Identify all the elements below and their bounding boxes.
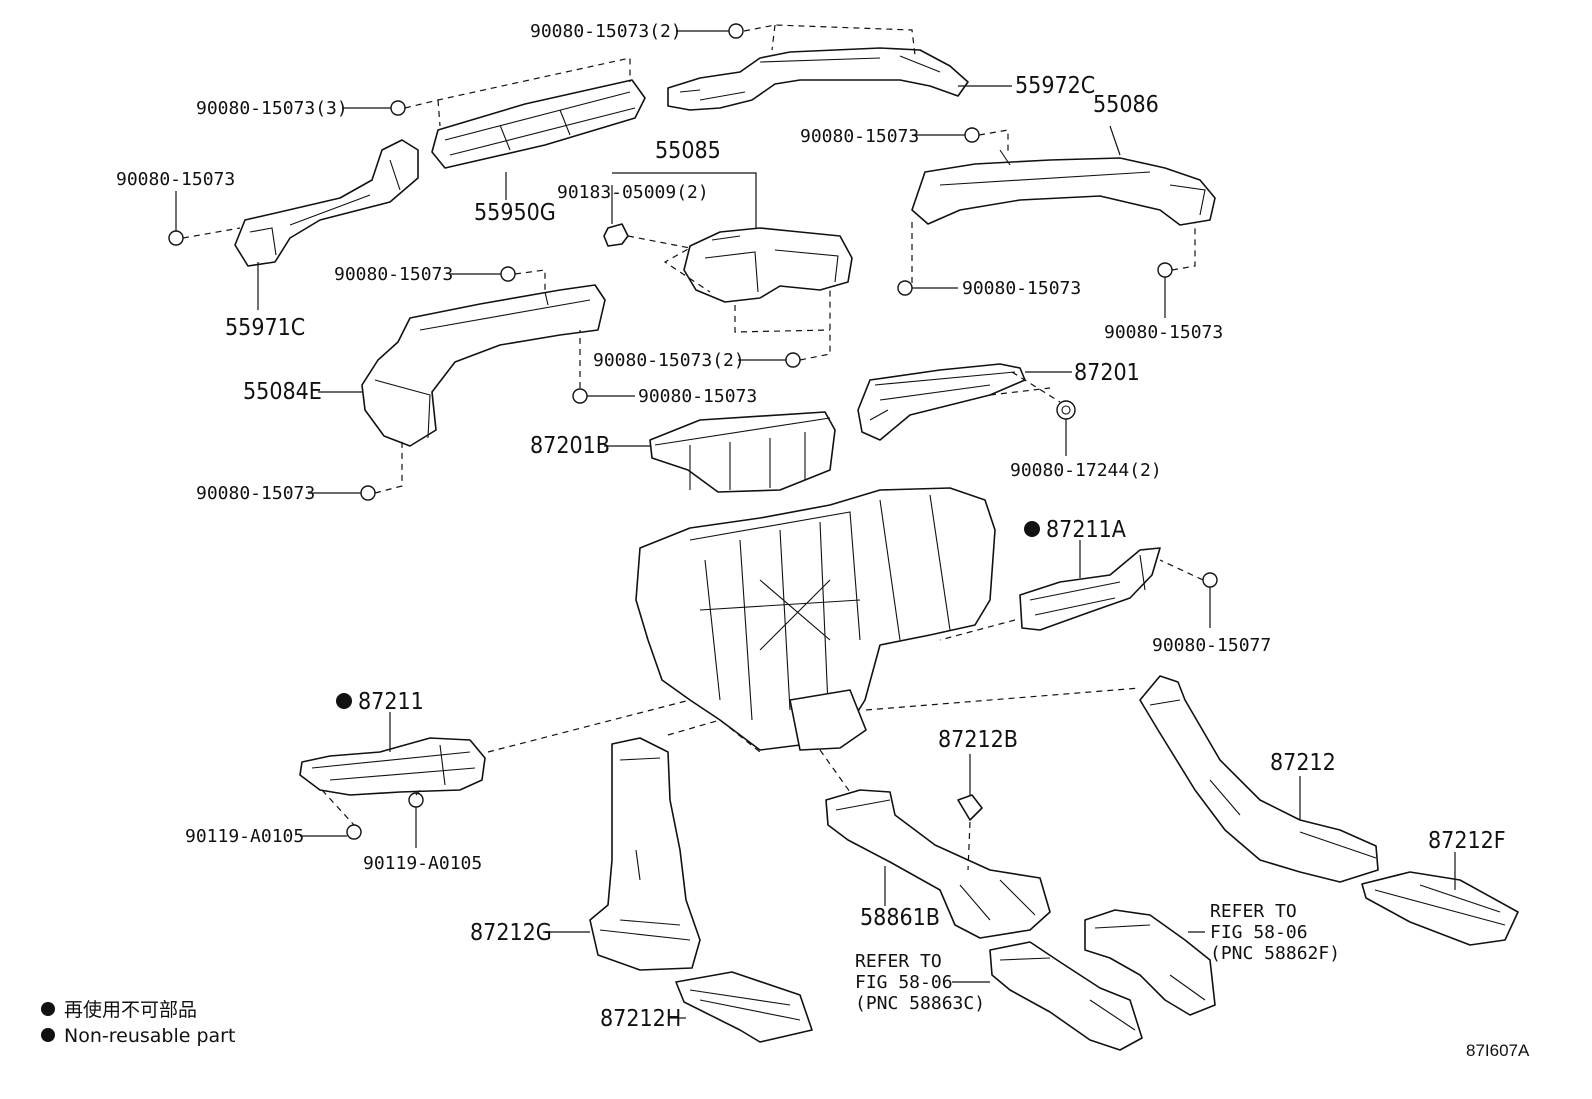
label-87201b: 87201B xyxy=(530,433,610,459)
label-87212h: 87212H xyxy=(600,1006,681,1032)
legend: 再使用不可部品 Non-reusable part xyxy=(41,999,235,1047)
label-90080-15073-2-mid: 90080-15073(2) xyxy=(593,350,745,371)
non-reusable-marker-87211 xyxy=(336,693,352,709)
part-58863c-reference-duct xyxy=(989,941,1143,1051)
part-87211a-duct xyxy=(1019,547,1161,631)
label-90080-15073-r1: 90080-15073 xyxy=(800,126,919,147)
legend-english: Non-reusable part xyxy=(64,1025,235,1047)
bolt-top xyxy=(728,23,744,39)
part-87212f-duct xyxy=(1361,871,1519,946)
bolt-87211a xyxy=(1202,572,1218,588)
refer-58863c-line-1: REFER TO xyxy=(855,951,942,972)
part-87201-duct xyxy=(857,363,1026,441)
part-87212h-duct xyxy=(675,971,813,1043)
bolt-55086-top xyxy=(964,127,980,143)
label-90080-15073-mid: 90080-15073 xyxy=(334,264,453,285)
part-87212b-clip xyxy=(957,794,983,821)
label-87212: 87212 xyxy=(1270,750,1336,776)
bolt-mid xyxy=(500,266,516,282)
refer-58863c-line-2: FIG 58-06 xyxy=(855,972,953,993)
label-90119-a0105-b: 90119-A0105 xyxy=(363,853,482,874)
bolt-55086-left xyxy=(897,280,913,296)
part-labels: 90080-15073(2) 90080-15073(3) 55972C 550… xyxy=(116,21,1506,1032)
part-55084e-duct xyxy=(361,284,606,447)
label-55085: 55085 xyxy=(655,138,721,164)
part-87201b-housing xyxy=(649,411,836,493)
label-55971c: 55971C xyxy=(225,315,305,341)
label-55950g: 55950G xyxy=(474,200,556,226)
label-90080-15073-bolt: 90080-15073 xyxy=(638,386,757,407)
label-90080-15073-r2: 90080-15073 xyxy=(962,278,1081,299)
part-87212g-duct xyxy=(589,737,701,971)
bolt-55084e-bottom xyxy=(360,485,376,501)
part-90080-17244-nut xyxy=(1056,400,1076,420)
legend-japanese: 再使用不可部品 xyxy=(64,999,197,1021)
label-87212b: 87212B xyxy=(938,727,1018,753)
label-90119-a0105-a: 90119-A0105 xyxy=(185,826,304,847)
legend-dot-japanese xyxy=(41,1002,55,1016)
label-90183-05009-2: 90183-05009(2) xyxy=(557,182,709,203)
bolt-55085 xyxy=(785,352,801,368)
label-55972c: 55972C xyxy=(1015,73,1095,99)
label-90080-15077: 90080-15077 xyxy=(1152,635,1271,656)
label-87211a: 87211A xyxy=(1046,517,1126,543)
label-90080-15073-3: 90080-15073(3) xyxy=(196,98,348,119)
label-55086: 55086 xyxy=(1093,92,1159,118)
figure-id: 87I607A xyxy=(1466,1041,1530,1060)
bolt-87211-b xyxy=(408,792,424,808)
part-55972c-duct xyxy=(667,47,969,111)
part-90183-05009-clip xyxy=(603,223,629,247)
refer-58863c-line-3: (PNC 58863C) xyxy=(855,993,985,1014)
bolt-55971c xyxy=(168,230,184,246)
bolt-55084e xyxy=(572,388,588,404)
part-58861b-duct xyxy=(825,789,1051,939)
part-55950g-duct xyxy=(431,79,646,169)
refer-58862f-line-2: FIG 58-06 xyxy=(1210,922,1308,943)
bolt-55086-right xyxy=(1157,262,1173,278)
label-90080-15073-r3: 90080-15073 xyxy=(1104,322,1223,343)
part-55085-duct xyxy=(683,227,853,303)
bolt-55950g xyxy=(390,100,406,116)
part-58862f-reference-duct xyxy=(1084,909,1216,1016)
bolt-87211-a xyxy=(346,824,362,840)
label-87211: 87211 xyxy=(358,689,424,715)
label-87212f: 87212F xyxy=(1428,828,1506,854)
refer-58862f-line-3: (PNC 58862F) xyxy=(1210,943,1340,964)
label-90080-15073-bottom: 90080-15073 xyxy=(196,483,315,504)
label-90080-17244-2: 90080-17244(2) xyxy=(1010,460,1162,481)
label-55084e: 55084E xyxy=(243,379,322,405)
legend-dot-english xyxy=(41,1028,55,1042)
part-55086-duct xyxy=(911,149,1216,226)
label-87201: 87201 xyxy=(1074,360,1140,386)
part-87212-duct xyxy=(1139,675,1379,883)
part-hvac-unit xyxy=(635,487,996,751)
non-reusable-marker-87211a xyxy=(1024,521,1040,537)
refer-58862f-line-1: REFER TO xyxy=(1210,901,1297,922)
label-87212g: 87212G xyxy=(470,920,552,946)
part-87211-duct xyxy=(299,737,486,796)
label-90080-15073-left: 90080-15073 xyxy=(116,169,235,190)
label-58861b: 58861B xyxy=(860,905,940,931)
label-90080-15073-2-top: 90080-15073(2) xyxy=(530,21,682,42)
leader-lines xyxy=(175,30,1456,1019)
assembly-lines xyxy=(182,24,1204,871)
part-55971c-duct xyxy=(234,139,419,267)
